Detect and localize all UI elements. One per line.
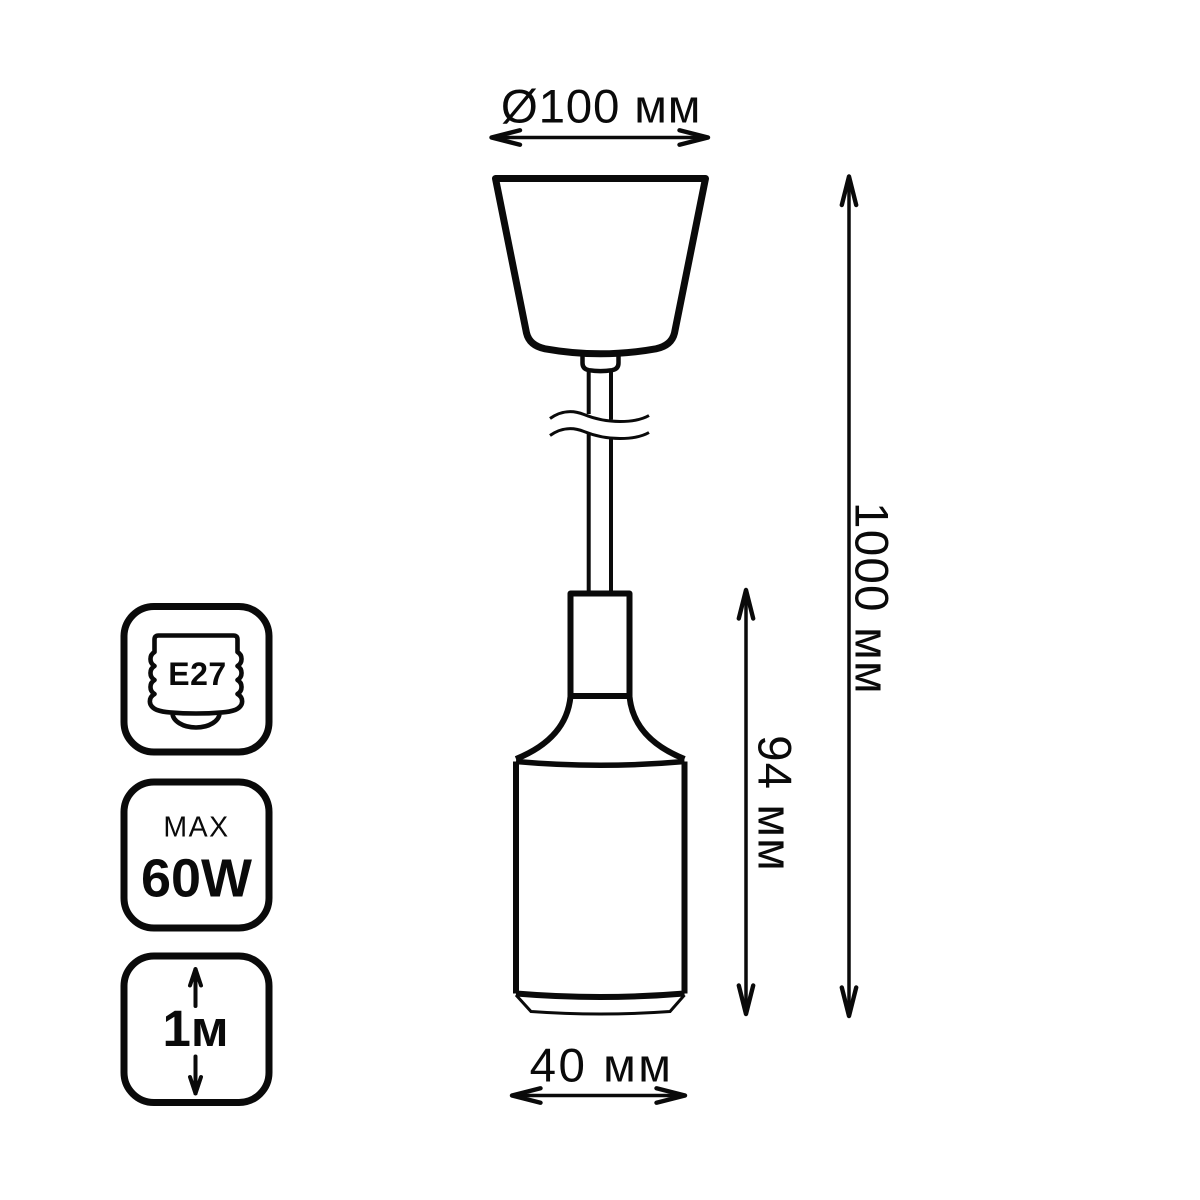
svg-text:Ø100 мм: Ø100 мм <box>501 81 701 134</box>
svg-text:E27: E27 <box>168 656 226 692</box>
svg-text:40 мм: 40 мм <box>530 1040 674 1093</box>
svg-text:MAX: MAX <box>163 812 229 844</box>
svg-text:94 мм: 94 мм <box>748 735 801 872</box>
svg-text:60W: 60W <box>141 849 252 909</box>
svg-text:1м: 1м <box>162 1000 228 1057</box>
svg-text:1000 мм: 1000 мм <box>845 502 898 695</box>
